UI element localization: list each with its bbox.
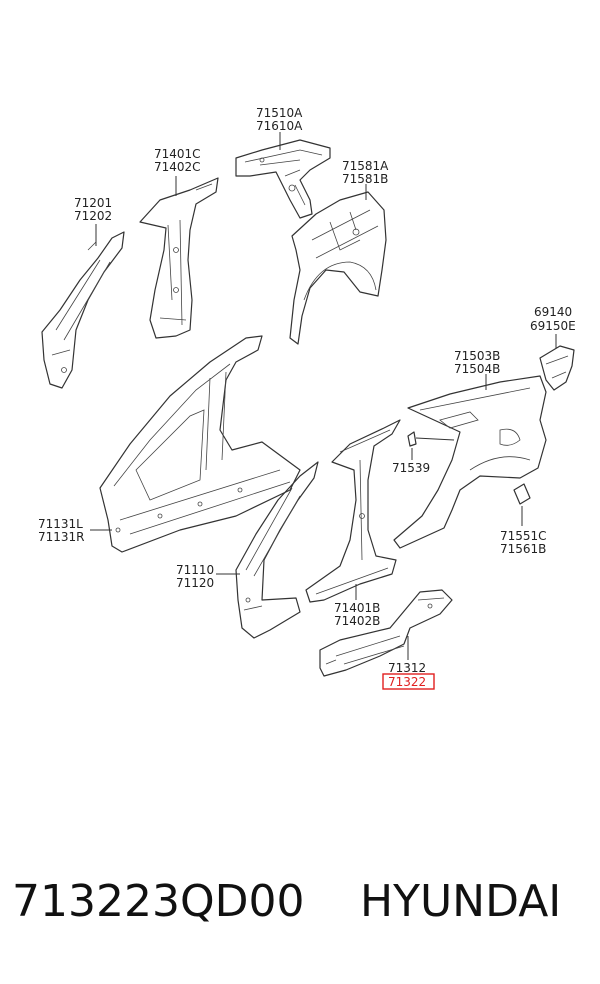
label-71401b: 71401B (334, 601, 380, 615)
label-71539: 71539 (392, 461, 430, 475)
part-71312 (319, 589, 453, 677)
label-71581a: 71581A (342, 159, 389, 173)
label-71504b: 71504B (454, 362, 500, 376)
part-71551c (513, 483, 531, 505)
label-69150e: 69150E (530, 319, 576, 333)
caption-bar: 713223QD00 HYUNDAI (0, 876, 600, 946)
label-69140: 69140 (534, 305, 572, 319)
label-71110: 71110 (176, 563, 214, 577)
label-71202: 71202 (74, 209, 112, 223)
parts-diagram: 71510A 71610A 71401C 71402C 71581A 71581… (38, 106, 576, 690)
label-71120: 71120 (176, 576, 214, 590)
label-71402b: 71402B (334, 614, 380, 628)
label-71201: 71201 (74, 196, 112, 210)
label-71581b: 71581B (342, 172, 388, 186)
part-71510a (235, 139, 331, 219)
part-71201 (41, 231, 125, 389)
part-71131l (99, 335, 301, 553)
label-71402c: 71402C (154, 160, 201, 174)
part-71581a (289, 191, 387, 345)
label-71610a: 71610A (256, 119, 303, 133)
highlight-box (382, 673, 435, 690)
part-71401b (305, 419, 401, 603)
label-71312: 71312 (388, 661, 426, 675)
part-71110 (235, 461, 319, 639)
part-number: 713223QD00 (12, 876, 305, 927)
label-71401c: 71401C (154, 147, 201, 161)
part-69140 (539, 345, 575, 391)
label-71551c: 71551C (500, 529, 547, 543)
label-71322: 71322 (388, 675, 426, 689)
label-71510a: 71510A (256, 106, 303, 120)
label-71131l: 71131L (38, 517, 83, 531)
brand-name: HYUNDAI (360, 876, 562, 927)
part-71503b (393, 375, 547, 549)
label-71131r: 71131R (38, 530, 85, 544)
label-71503b: 71503B (454, 349, 500, 363)
part-71401c (139, 177, 219, 339)
part-71539 (407, 431, 417, 447)
label-71561b: 71561B (500, 542, 546, 556)
